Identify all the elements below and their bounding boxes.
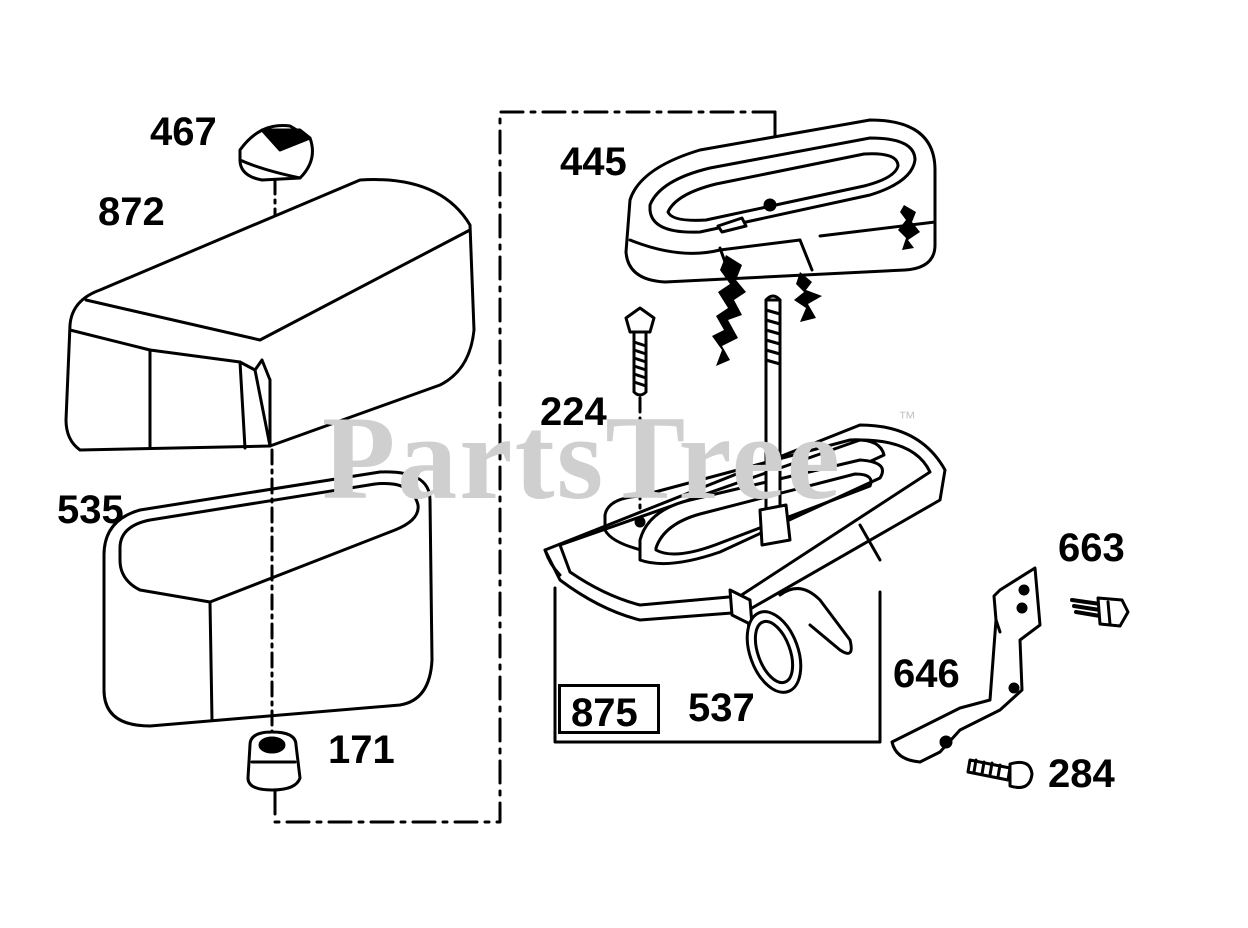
- knob-467: [238, 124, 314, 182]
- filter-stud-hole: [763, 198, 777, 212]
- part-label-467: 467: [150, 110, 217, 154]
- filter-center-clip: [716, 216, 748, 234]
- base-screw-hole: [634, 516, 646, 528]
- part-label-171: 171: [328, 728, 395, 772]
- watermark: PartsTree: [322, 391, 842, 524]
- sub-assembly-bracket: [553, 586, 882, 744]
- bracket-646: [890, 566, 1042, 764]
- nut-171: [246, 730, 302, 792]
- part-box-875: 875: [558, 684, 660, 734]
- trademark-mark: ™: [898, 408, 916, 428]
- filter-445: [624, 118, 937, 284]
- screw-284: [966, 758, 1034, 789]
- part-label-445: 445: [560, 140, 627, 184]
- precleaner-535: [102, 470, 434, 728]
- gasket-537: [745, 610, 803, 694]
- part-label-663: 663: [1058, 526, 1125, 570]
- part-label-646: 646: [893, 652, 960, 696]
- part-label-537: 537: [688, 686, 755, 730]
- filter-pleat-marks: [712, 205, 920, 366]
- base-stud: [758, 294, 792, 547]
- assembly-frame-line: [273, 110, 777, 824]
- part-label-875: 875: [571, 691, 638, 735]
- cover-872: [64, 178, 476, 452]
- part-label-535: 535: [57, 488, 124, 532]
- part-label-284: 284: [1048, 752, 1115, 796]
- part-label-872: 872: [98, 190, 165, 234]
- screw-224: [624, 306, 656, 397]
- screw-663: [1070, 596, 1130, 628]
- part-label-224: 224: [540, 390, 607, 434]
